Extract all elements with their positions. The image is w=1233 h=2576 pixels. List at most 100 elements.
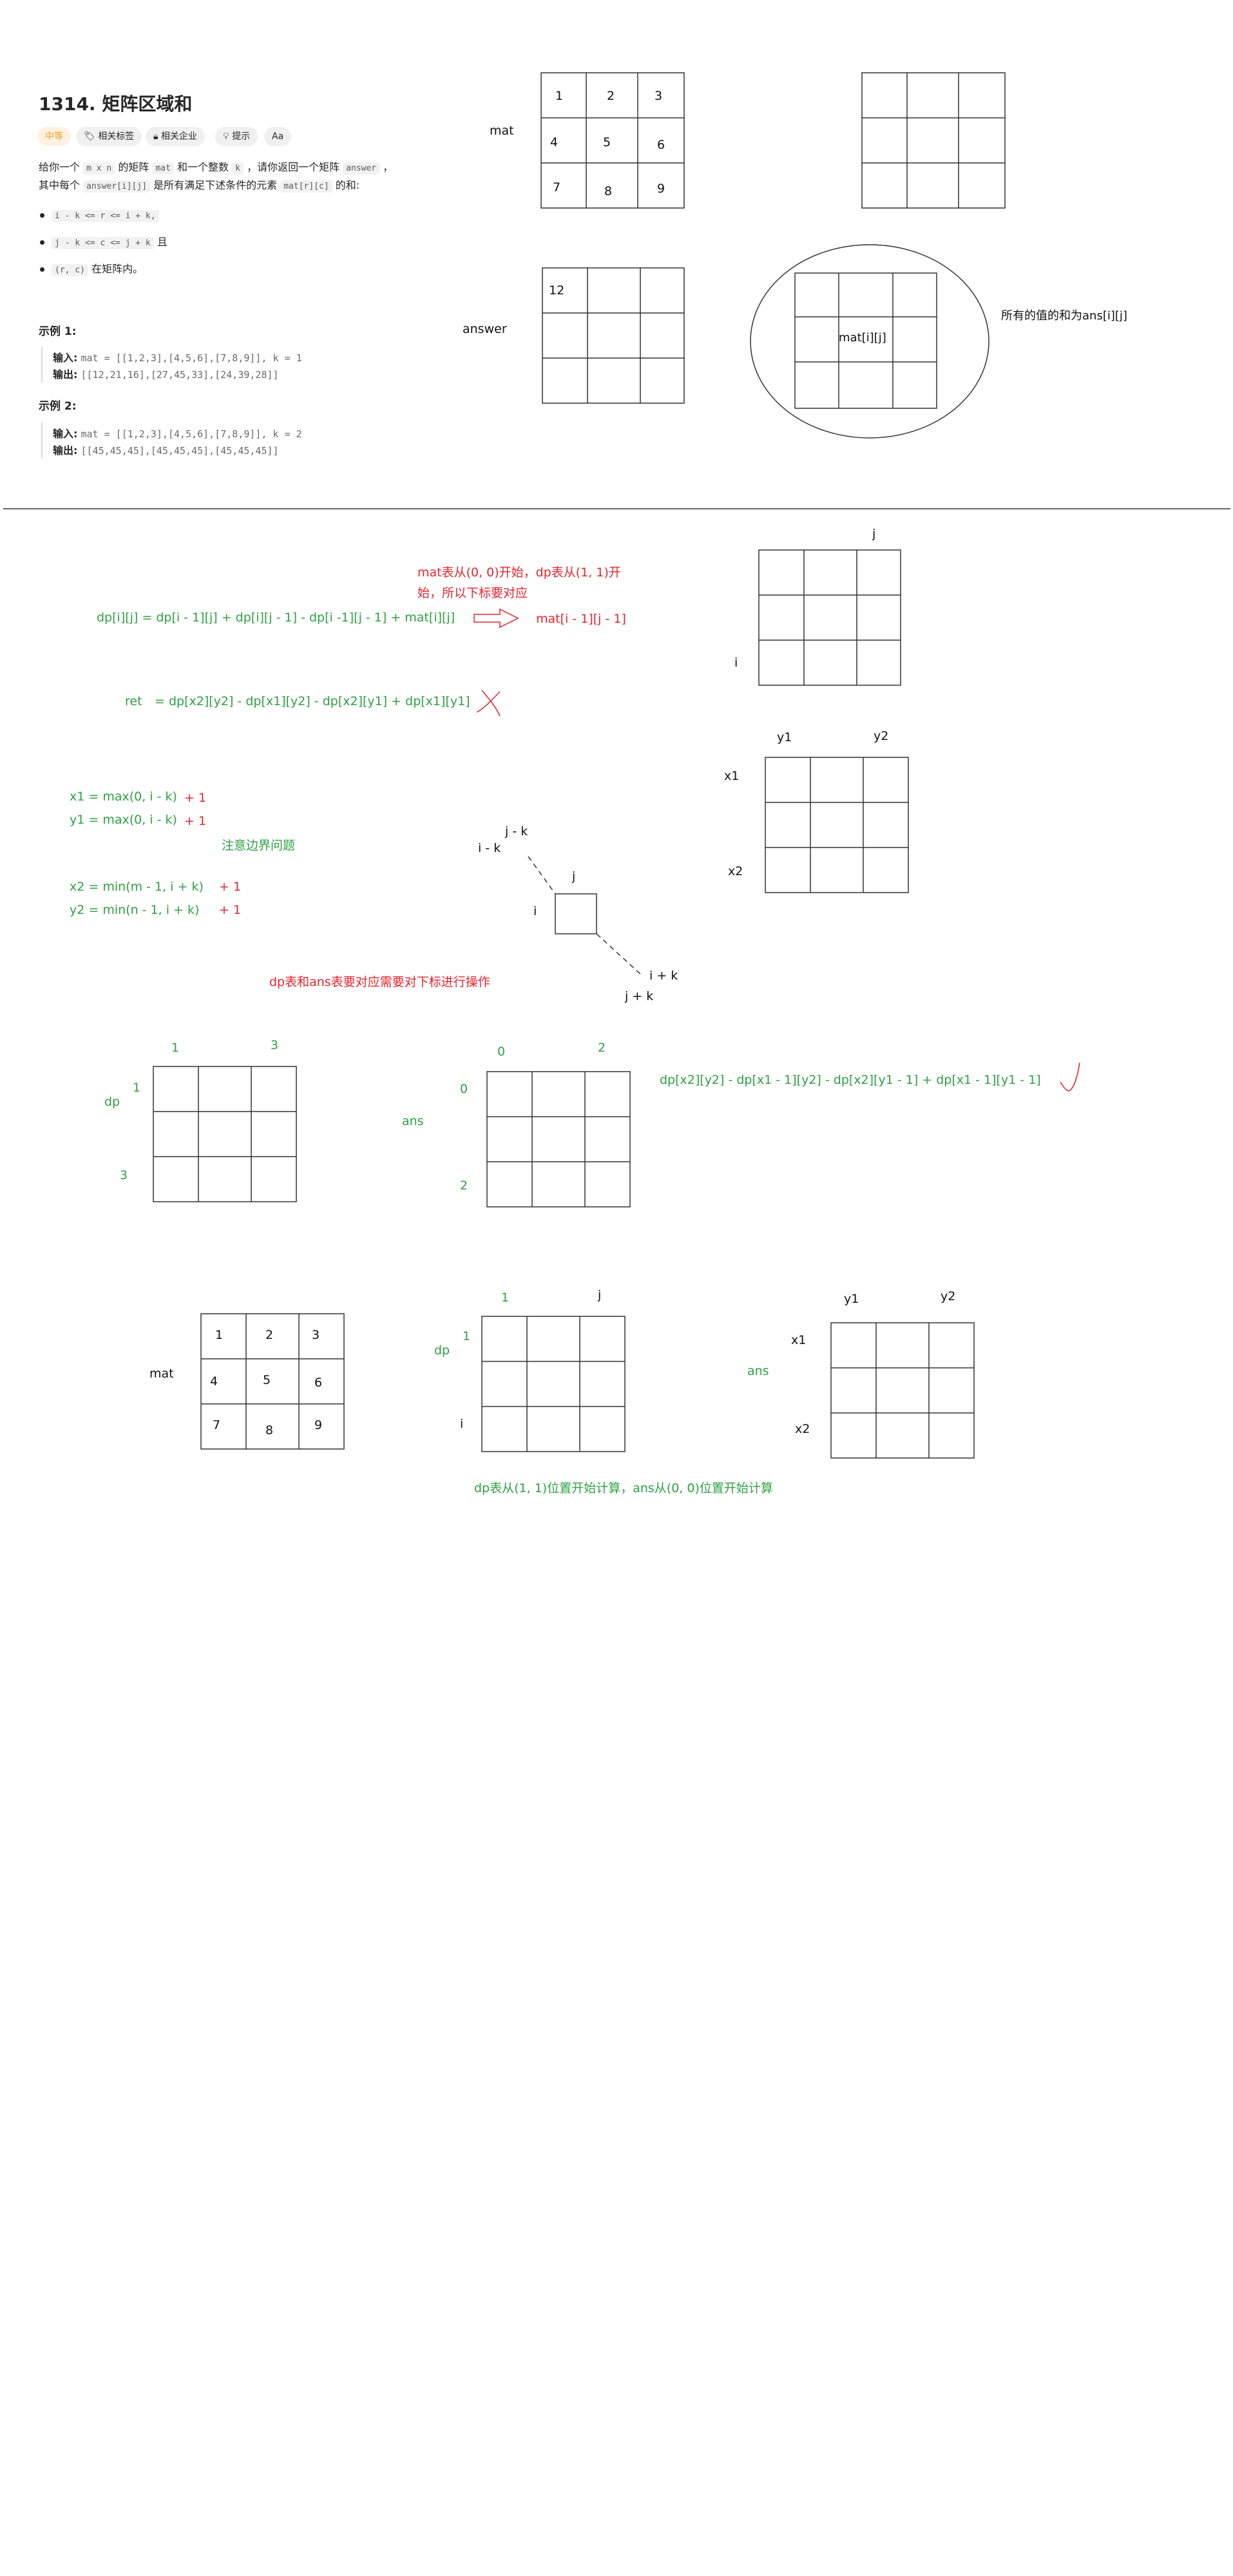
example-1-bar xyxy=(41,346,43,383)
center-i-label: i xyxy=(533,904,537,918)
i-plus-k-label: i + k xyxy=(649,969,678,983)
x1-plus-one: + 1 xyxy=(184,791,207,805)
mat-cell-bottom: 7 xyxy=(213,1418,221,1432)
example-1-input: 输入: mat = [[1,2,3],[4,5,6],[7,8,9]], k =… xyxy=(53,352,302,364)
problem-title: 1314. 矩阵区域和 xyxy=(39,93,193,115)
answer-label: answer xyxy=(463,322,507,336)
empty-grid-top-right xyxy=(861,72,1006,209)
example-1-title: 示例 1: xyxy=(39,325,77,338)
ans-label: ans xyxy=(402,1114,424,1128)
y2-formula: y2 = min(n - 1, i + k) xyxy=(70,903,200,917)
center-j-label: j xyxy=(572,869,576,884)
ans-row-label-0: 0 xyxy=(460,1082,468,1096)
mat-cell: 8 xyxy=(604,184,613,198)
ret-label: ret xyxy=(125,694,142,708)
example-2-input: 输入: mat = [[1,2,3],[4,5,6],[7,8,9]], k =… xyxy=(53,428,302,440)
mat-grid-bottom xyxy=(200,1313,345,1450)
ans-grid xyxy=(486,1071,631,1208)
x2-plus-one: + 1 xyxy=(219,880,242,894)
mat-cell: 4 xyxy=(550,135,559,149)
neighborhood-ellipse xyxy=(750,244,989,439)
example-2-output: 输出: [[45,45,45],[45,45,45],[45,45,45]] xyxy=(53,444,279,457)
related-tags-button[interactable]: 🏷︎ 相关标签 xyxy=(76,127,142,146)
bottom-x1-label: x1 xyxy=(791,1333,807,1347)
bottom-dp-label: dp xyxy=(434,1343,450,1358)
dp-label: dp xyxy=(104,1095,120,1109)
center-cell-box xyxy=(555,893,597,934)
description-line-1: 给你一个 m x n 的矩阵 mat 和一个整数 k ，请你返回一个矩阵 ans… xyxy=(39,161,394,175)
example-1-output: 输出: [[12,21,16],[27,45,33],[24,39,28]] xyxy=(53,368,279,381)
bottom-mat-label: mat xyxy=(149,1367,174,1381)
mat-cell: 9 xyxy=(657,182,665,196)
bullet-dot xyxy=(40,213,44,218)
index-note-1: mat表从(0, 0)开始，dp表从(1, 1)开 xyxy=(417,565,621,580)
x1-label: x1 xyxy=(724,769,740,783)
mat-cell: 5 xyxy=(603,135,611,149)
neighborhood-grid xyxy=(794,272,937,409)
ans-grid-bottom xyxy=(830,1322,975,1459)
related-companies-label: 相关企业 xyxy=(160,131,197,142)
mat-cell-bottom: 6 xyxy=(314,1376,323,1390)
check-mark-icon xyxy=(1060,1062,1080,1092)
dash-down xyxy=(596,933,644,977)
description-line-2: 其中每个 answer[i][j] 是所有满足下述条件的元素 mat[r][c]… xyxy=(39,179,360,193)
condition-1: i - k <= r <= i + k, xyxy=(52,206,159,225)
ij-grid xyxy=(758,549,901,686)
i-minus-k-label: i - k xyxy=(478,841,501,855)
answer-grid xyxy=(542,267,685,404)
mat-cell-bottom: 1 xyxy=(215,1328,224,1342)
dp-grid-bottom xyxy=(481,1316,626,1452)
bottom-ans-label: ans xyxy=(747,1364,769,1378)
dp-row-label-3: 3 xyxy=(120,1168,128,1182)
i-label: i xyxy=(734,656,738,670)
dash-up xyxy=(528,856,556,895)
bottom-i-label: i xyxy=(460,1417,464,1431)
mat-cell-bottom: 3 xyxy=(312,1328,320,1342)
bottom-dp-col-label-1: 1 xyxy=(501,1291,510,1305)
hint-button[interactable]: 💡︎ 提示 xyxy=(215,127,258,146)
x2-label: x2 xyxy=(728,864,743,878)
answer-cell: 12 xyxy=(549,283,565,298)
y2-plus-one: + 1 xyxy=(219,903,242,917)
bottom-y1-label: y1 xyxy=(844,1292,859,1306)
related-companies-button[interactable]: 🔒︎ 相关企业 xyxy=(146,127,205,146)
right-arrow-icon xyxy=(473,608,519,629)
x2-formula: x2 = min(m - 1, i + k) xyxy=(70,880,204,894)
y1-plus-one: + 1 xyxy=(184,814,207,828)
mat-cell: 7 xyxy=(553,180,561,194)
mat-index-note: mat[i - 1][j - 1] xyxy=(536,612,626,626)
y2-label: y2 xyxy=(874,729,889,743)
bottom-dp-row-label-1: 1 xyxy=(463,1329,471,1343)
bullet-dot xyxy=(40,267,44,272)
dp-col-label-1: 1 xyxy=(171,1041,180,1055)
difficulty-badge[interactable]: 中等 xyxy=(37,127,71,146)
bottom-j-label: j xyxy=(598,1288,602,1302)
ans-col-label-0: 0 xyxy=(497,1045,506,1059)
condition-3: (r, c) 在矩阵内。 xyxy=(52,260,143,279)
x1y1-grid xyxy=(765,757,909,893)
lock-icon: 🔒︎ xyxy=(153,131,158,142)
tag-icon: 🏷︎ xyxy=(84,131,95,142)
font-size-button[interactable]: Aa xyxy=(264,127,292,146)
index-note-2: 始，所以下标要对应 xyxy=(417,586,528,600)
ret-formula: = dp[x2][y2] - dp[x1][y2] - dp[x2][y1] +… xyxy=(155,694,470,708)
mat-cell-bottom: 5 xyxy=(263,1373,271,1387)
y1-formula: y1 = max(0, i - k) xyxy=(70,813,177,827)
ans-row-label-2: 2 xyxy=(460,1179,468,1193)
mat-cell-bottom: 2 xyxy=(265,1328,274,1342)
bullet-dot xyxy=(40,240,44,245)
dp-col-label-3: 3 xyxy=(271,1038,279,1052)
condition-2: j - k <= c <= j + k 且 xyxy=(52,233,167,252)
bottom-x2-label: x2 xyxy=(795,1422,810,1436)
final-note: dp表从(1, 1)位置开始计算，ans从(0, 0)位置开始计算 xyxy=(474,1481,773,1495)
bottom-y2-label: y2 xyxy=(941,1289,956,1303)
j-plus-k-label: j + k xyxy=(625,989,654,1003)
cross-mark-icon xyxy=(476,690,501,717)
sum-note: 所有的值的和为ans[i][j] xyxy=(1001,309,1127,323)
mat-cell-bottom: 8 xyxy=(265,1423,274,1437)
example-2-bar xyxy=(41,422,43,459)
center-cell-label: mat[i][j] xyxy=(839,331,886,345)
dp-formula: dp[i][j] = dp[i - 1][j] + dp[i][j - 1] -… xyxy=(97,611,455,625)
y1-label: y1 xyxy=(777,730,792,744)
